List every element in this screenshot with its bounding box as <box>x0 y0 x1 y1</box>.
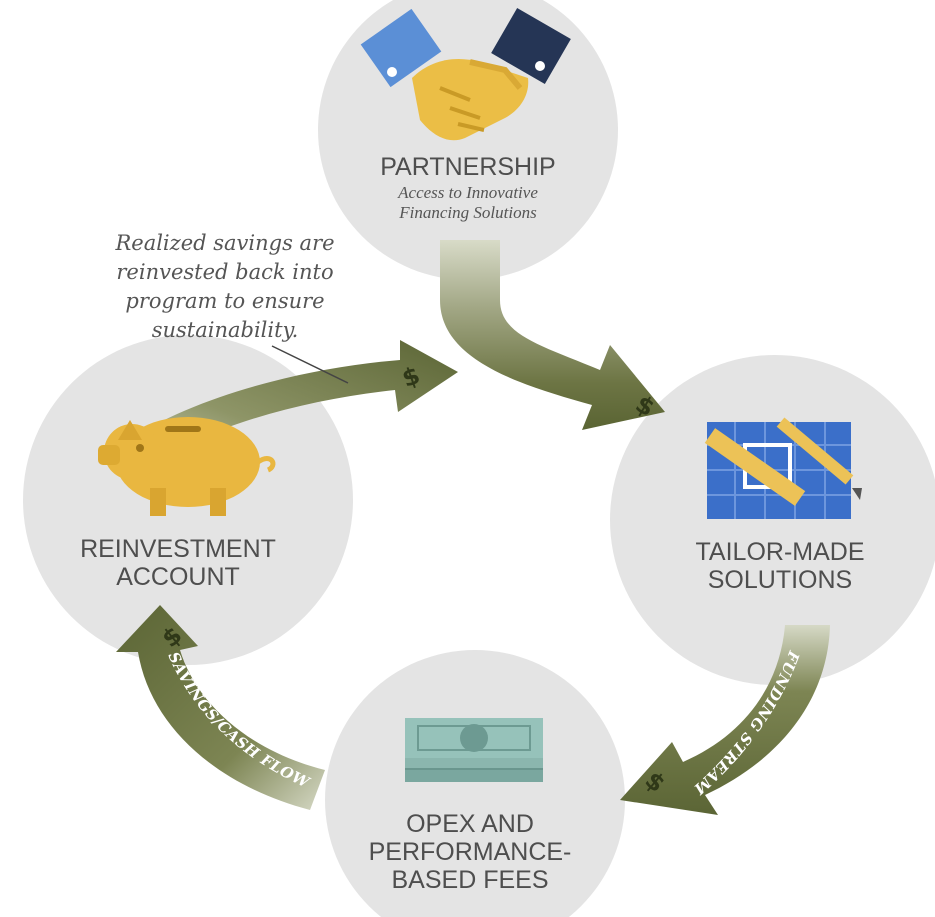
opex-title-line3: BASED FEES <box>392 866 549 894</box>
tailor-made-circle <box>610 355 935 685</box>
piggy-bank-icon <box>98 417 276 516</box>
funding-stream-arrow <box>620 625 830 815</box>
opex-title-line2: PERFORMANCE- <box>369 838 572 866</box>
reinvestment-title-line2: ACCOUNT <box>116 563 240 591</box>
opex-circle <box>325 650 625 917</box>
partnership-subtitle-line2: Financing Solutions <box>398 203 537 222</box>
reinvestment-title-line1: REINVESTMENT <box>80 535 276 563</box>
partnership-subtitle-line1: Access to Innovative <box>397 183 538 202</box>
tailor-made-title-line2: SOLUTIONS <box>708 566 852 594</box>
reinvestment-to-partnership-arrow <box>115 340 458 478</box>
note-line1: Realized savings are <box>114 231 334 255</box>
note-line2: reinvested back into <box>116 260 333 284</box>
money-stack-icon <box>405 718 543 782</box>
partnership-circle <box>318 0 618 280</box>
partnership-title: PARTNERSHIP <box>380 153 556 181</box>
partnership-to-solutions-arrow <box>440 240 665 430</box>
note-pointer-line <box>271 345 349 384</box>
note-line3: program to ensure <box>125 289 324 313</box>
tailor-made-title-line1: TAILOR-MADE <box>696 538 865 566</box>
opex-title-line1: OPEX AND <box>406 810 534 838</box>
savings-cash-flow-arrow <box>116 605 325 810</box>
handshake-icon <box>360 7 571 141</box>
blueprint-ruler-pencil-icon <box>704 417 862 519</box>
note-line4: sustainability. <box>152 318 299 342</box>
